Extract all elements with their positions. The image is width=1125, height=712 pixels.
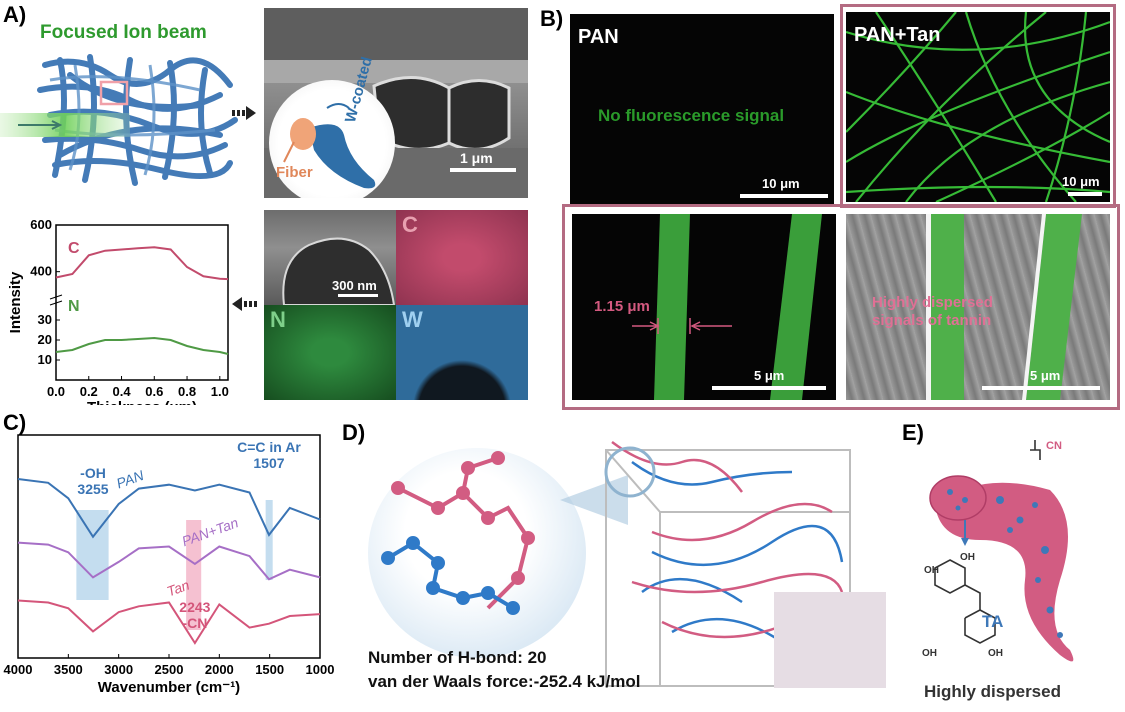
sem-cross-section-image: Fiber W-coated 1 μm <box>264 8 528 198</box>
diameter-text: 1.15 μm <box>594 298 650 315</box>
eds-sem-image: 300 nm <box>264 210 396 305</box>
fib-title: Focused Ion beam <box>40 22 207 43</box>
chart-a-ytick-label: 20 <box>38 332 52 347</box>
eds-map-n-label: N <box>270 307 286 332</box>
no-signal-text: No fluorescence signal <box>598 106 785 125</box>
oh-label-1: OH <box>960 552 975 563</box>
cn-group-text: CN <box>1046 440 1062 452</box>
eds-maps: 300 nm C N W <box>264 210 528 400</box>
pan-fluorescence-image: PAN No fluorescence signal 10 μm <box>570 14 834 204</box>
panel-label-b: B) <box>540 6 564 31</box>
single-fiber-fluorescence: 1.15 μm 5 μm <box>572 214 836 400</box>
chart-c-annotation: 2243-CN <box>179 599 210 631</box>
sem-scale-text: 1 μm <box>460 150 493 166</box>
panel-label-d: D) <box>342 420 366 445</box>
chart-a-xtick-label: 0.0 <box>47 384 65 399</box>
chart-a-xtick-label: 0.8 <box>178 384 196 399</box>
chart-c-xlabel: Wavenumber (cm⁻¹) <box>98 679 240 696</box>
sem-scale-bar <box>450 168 516 172</box>
highly-dispersed-caption: Highly dispersed <box>924 682 1061 701</box>
eds-map-w: W <box>396 305 528 400</box>
bright-scale-text: 5 μm <box>1030 368 1061 383</box>
pantan-fluorescence-image: PAN+Tan 10 μm <box>846 12 1110 202</box>
panel-label-e: E) <box>902 420 924 445</box>
chart-c-series-PAN-Tan <box>17 541 321 581</box>
fiber-zoom-circle <box>269 80 395 198</box>
chart-a-ytick-label: 600 <box>30 217 52 232</box>
pan-legend-text: PAN <box>1010 488 1043 505</box>
dispersed-fiber-illustration <box>929 440 1074 662</box>
chart-a-series-C <box>55 246 229 281</box>
fiber-label: Fiber <box>276 164 313 181</box>
brightfield-overlay-image: Highly dispersed signals of tannin 5 μm <box>846 214 1110 400</box>
chart-c-xtick-label: 3000 <box>104 662 133 677</box>
chart-a-axis-break <box>49 294 63 306</box>
chart-a-intensity: 0.0 0.2 0.4 0.6 0.8 1.0 400 600 10 20 30 C N Thicknes… <box>7 217 229 405</box>
pan-label: PAN <box>578 26 619 48</box>
pantan-scale-bar <box>1068 192 1102 196</box>
chart-c-series-label: Tan <box>165 577 192 600</box>
vdw-force-text: van der Waals force:-252.4 kJ/mol <box>368 672 641 691</box>
chart-c-series-Tan <box>17 599 321 645</box>
chart-a-series-label: C <box>68 240 80 257</box>
chart-c-series-label: PAN+Tan <box>180 514 241 549</box>
hbond-count-text: Number of H-bond: 20 <box>368 648 547 667</box>
oh-label-3: OH <box>922 648 937 659</box>
fiber-scale-bar <box>712 386 826 390</box>
eds-map-c: C <box>396 210 528 305</box>
ta-legend-text: TA <box>982 612 1004 631</box>
oh-label-4: OH <box>988 648 1003 659</box>
chart-c-cn-band <box>186 520 202 630</box>
panel-b: PAN No fluorescence signal 10 μm PAN+Tan <box>562 4 1120 410</box>
chart-c-xtick-label: 2000 <box>205 662 234 677</box>
chart-c-xtick-label: 3500 <box>54 662 83 677</box>
pantan-label: PAN+Tan <box>854 24 941 46</box>
chart-a-xtick-label: 1.0 <box>211 384 229 399</box>
eds-scale-bar <box>338 294 378 297</box>
chart-c-xtick-label: 1000 <box>306 662 335 677</box>
chart-a-xlabel: Thickness (um) <box>87 399 197 405</box>
eds-map-w-label: W <box>402 307 423 332</box>
chart-a-xtick-label: 0.2 <box>80 384 98 399</box>
fiber-scale-text: 5 μm <box>754 368 785 383</box>
oh-label-2: OH <box>924 565 939 576</box>
pan-scale-bar <box>740 194 828 198</box>
eds-map-c-label: C <box>402 212 418 237</box>
chart-a-ytick-label: 400 <box>30 264 52 279</box>
chart-a-xtick-label: 0.6 <box>145 384 163 399</box>
chart-a-ytick-label: 30 <box>38 312 52 327</box>
eds-map-n: N <box>264 305 396 400</box>
panel-label-a: A) <box>3 2 27 27</box>
bottom-frame <box>562 204 1120 410</box>
chart-a-series-label: N <box>68 298 80 315</box>
fiber-mesh-illustration <box>0 54 238 186</box>
chart-a-xtick-label: 0.4 <box>112 384 131 399</box>
chart-a-ytick-label: 10 <box>38 352 52 367</box>
chart-c-ar-band <box>265 500 273 580</box>
md-simulation-box <box>604 440 886 688</box>
panel-label-c: C) <box>3 410 27 435</box>
chart-a-series-N <box>55 336 229 355</box>
pantan-scale-text: 10 μm <box>1062 174 1100 189</box>
chart-c-xtick-label: 2500 <box>155 662 184 677</box>
chart-c-xtick-label: 1500 <box>255 662 284 677</box>
arrow-right-icon <box>232 106 256 120</box>
eds-scale-text: 300 nm <box>332 278 377 293</box>
chart-a-ylabel: Intensity <box>7 271 24 333</box>
bright-scale-bar <box>982 386 1100 390</box>
dispersed-signal-text: Highly dispersed signals of tannin <box>872 294 993 329</box>
pan-scale-text: 10 μm <box>762 176 800 191</box>
arrow-left-icon <box>232 297 257 311</box>
hbond-zoom-bubble <box>368 448 586 658</box>
chart-c-series-PAN <box>17 478 321 539</box>
chart-c-xtick-label: 4000 <box>4 662 33 677</box>
